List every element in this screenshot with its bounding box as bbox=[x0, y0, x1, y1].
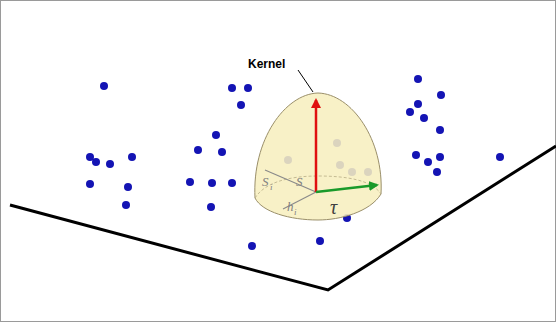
sample-point bbox=[248, 242, 256, 250]
sample-point bbox=[128, 153, 136, 161]
sample-point bbox=[237, 101, 245, 109]
sample-point bbox=[207, 203, 215, 211]
sample-point bbox=[436, 153, 444, 161]
sample-point bbox=[100, 82, 108, 90]
sample-point bbox=[412, 151, 420, 159]
normal-symbol: S bbox=[296, 175, 303, 188]
sample-point bbox=[316, 237, 324, 245]
sample-point bbox=[86, 180, 94, 188]
radius-symbol: S bbox=[262, 175, 269, 188]
subscript: i bbox=[270, 183, 273, 192]
sample-point bbox=[228, 84, 236, 92]
sample-point bbox=[122, 201, 130, 209]
sample-point bbox=[212, 131, 220, 139]
sample-point bbox=[436, 126, 444, 134]
sample-point bbox=[437, 91, 445, 99]
radius-line bbox=[265, 170, 316, 192]
point-cloud bbox=[86, 75, 504, 250]
sample-point bbox=[496, 153, 504, 161]
leader-line bbox=[298, 70, 313, 92]
dome-surface bbox=[255, 93, 381, 220]
sample-point bbox=[228, 179, 236, 187]
sample-point bbox=[414, 75, 422, 83]
sample-point bbox=[186, 178, 194, 186]
sample-point bbox=[106, 160, 114, 168]
sample-point bbox=[433, 168, 441, 176]
sample-point bbox=[406, 108, 414, 116]
sample-point bbox=[414, 100, 422, 108]
sample-point bbox=[92, 158, 100, 166]
sample-point bbox=[424, 158, 432, 166]
kernel-dome bbox=[255, 93, 381, 220]
tangent-symbol: τ bbox=[330, 197, 337, 217]
kernel-label: Kernel bbox=[248, 58, 285, 70]
sample-point bbox=[194, 146, 202, 154]
sample-point bbox=[218, 148, 226, 156]
sample-point bbox=[244, 84, 252, 92]
tangent-arrow bbox=[316, 185, 377, 192]
dome-base bbox=[255, 176, 381, 198]
sample-point bbox=[420, 114, 428, 122]
distance-symbol: h bbox=[287, 200, 294, 213]
sample-point bbox=[124, 183, 132, 191]
subscript: i bbox=[294, 208, 297, 217]
normal-arrow bbox=[315, 100, 318, 192]
sample-point bbox=[208, 179, 216, 187]
